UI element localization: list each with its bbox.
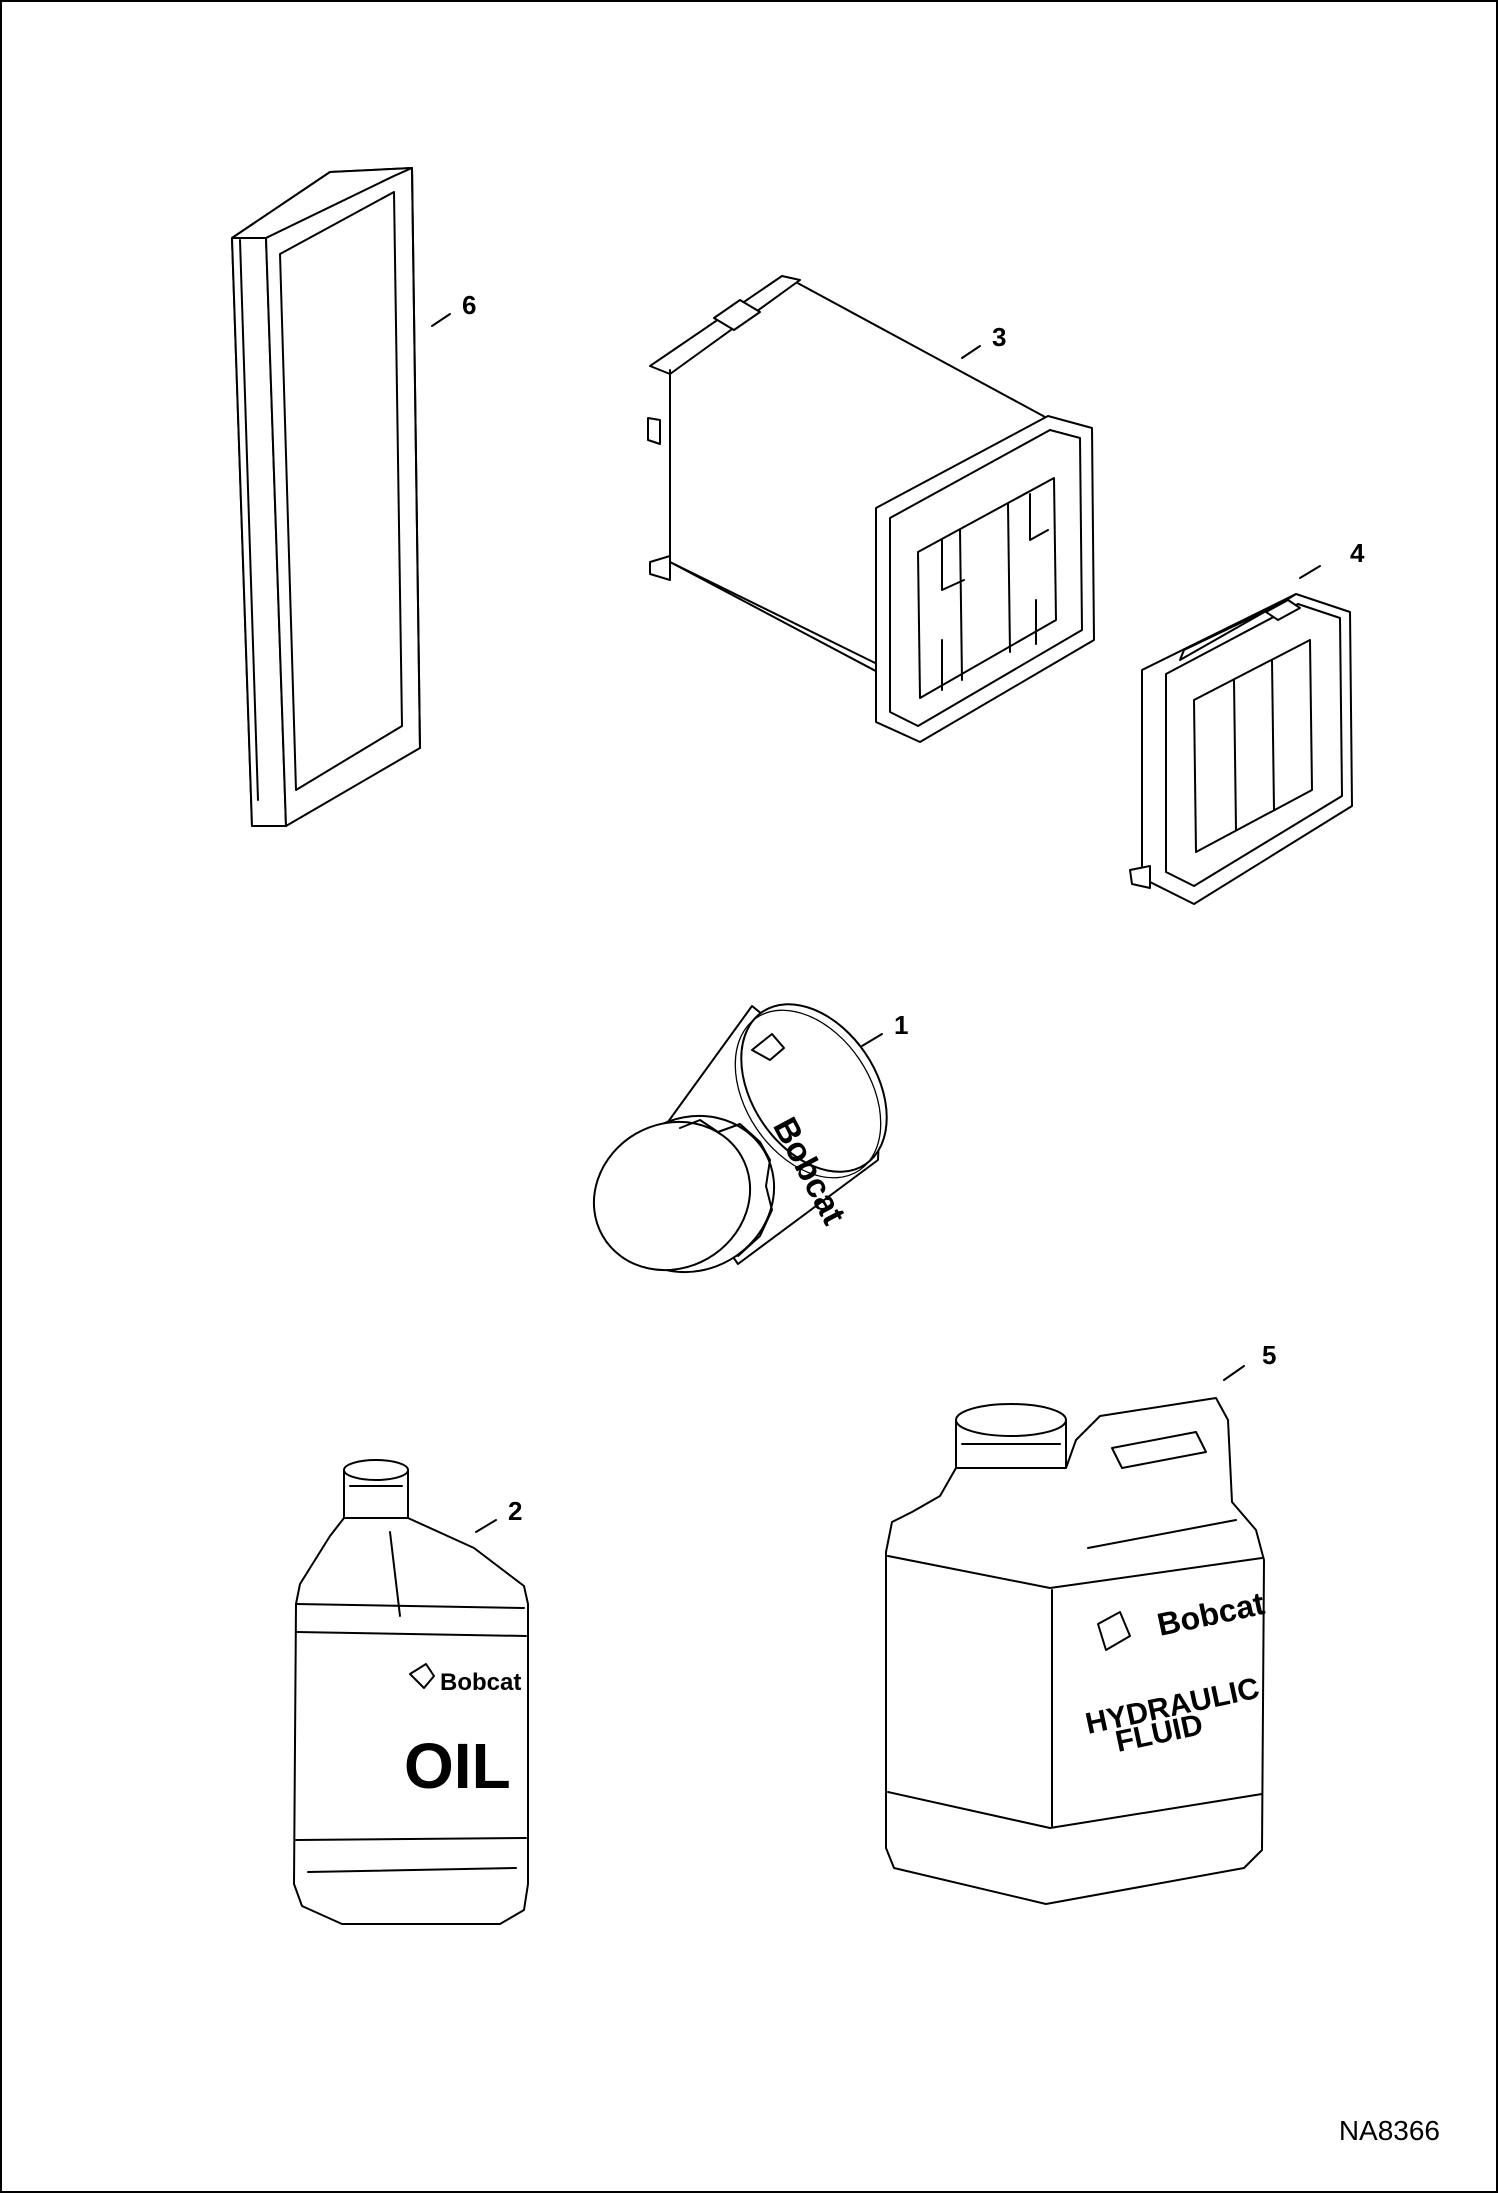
bobcat-logo-icon xyxy=(751,1033,785,1061)
callout-3-label: 3 xyxy=(992,322,1006,352)
callout-6-label: 6 xyxy=(462,290,476,320)
oil-bottle-brand: Bobcat xyxy=(440,1669,521,1696)
panel-air-filter xyxy=(231,167,421,827)
drawing-code: NA8366 xyxy=(1338,2115,1440,2146)
bobcat-logo-icon xyxy=(409,1663,435,1689)
callout-3: 3 xyxy=(961,322,1006,359)
callout-5-label: 5 xyxy=(1262,1340,1276,1370)
callout-2-label: 2 xyxy=(508,1496,522,1526)
oil-filter: Bobcat xyxy=(592,1003,888,1274)
bobcat-logo-icon xyxy=(1097,1611,1131,1651)
callout-4: 4 xyxy=(1299,538,1365,579)
oil-bottle-label: OIL xyxy=(404,1730,511,1802)
callout-4-label: 4 xyxy=(1350,538,1365,568)
callout-6: 6 xyxy=(431,290,476,327)
secondary-air-filter-element xyxy=(1129,593,1353,905)
callout-1: 1 xyxy=(861,1010,908,1047)
hydraulic-fluid-jug: Bobcat HYDRAULIC FLUID xyxy=(885,1397,1268,1905)
primary-air-filter-element xyxy=(647,275,1095,743)
callout-1-label: 1 xyxy=(894,1010,908,1040)
callout-5: 5 xyxy=(1223,1340,1276,1381)
oil-bottle: Bobcat OIL xyxy=(293,1459,529,1925)
callout-2: 2 xyxy=(475,1496,522,1533)
